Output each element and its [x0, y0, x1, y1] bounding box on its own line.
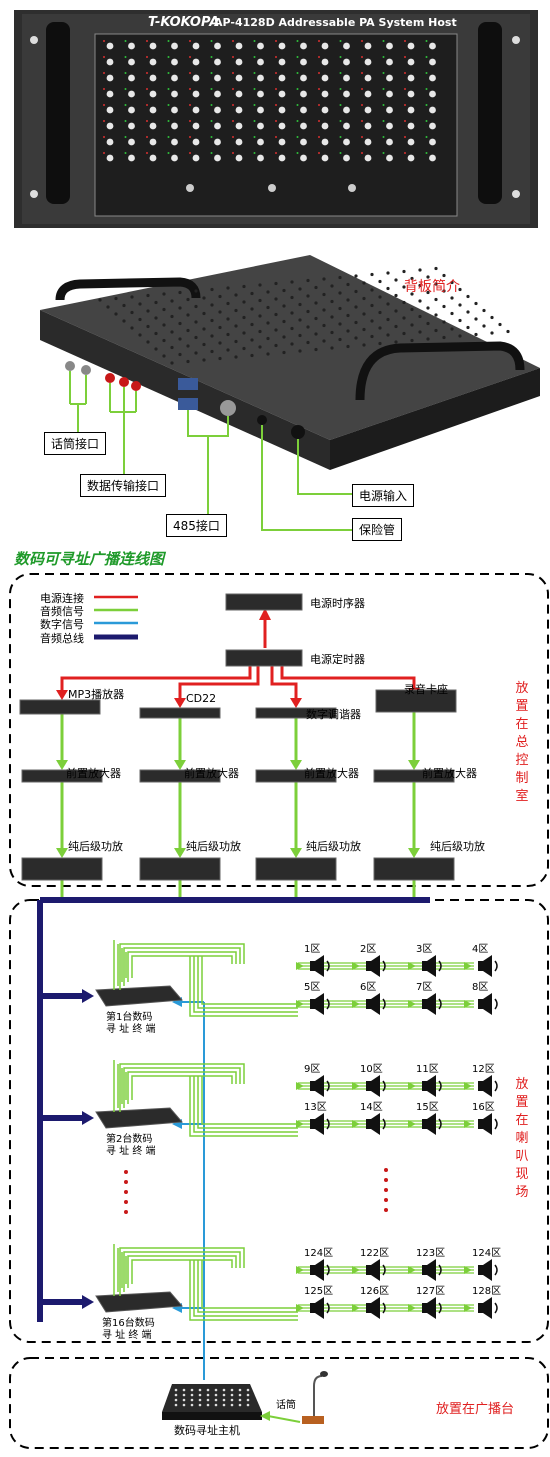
- zone-label: 3区: [416, 944, 433, 955]
- timer-label: 电源定时器: [310, 653, 365, 666]
- callout-data-interface: 数据传输接口: [80, 474, 167, 497]
- callout-mic-interface: 话筒接口: [44, 432, 107, 455]
- bus-arrows: [82, 989, 94, 1309]
- zone-label: 1区: [304, 944, 321, 955]
- rear-callout-lines: [69, 371, 352, 531]
- host-label: 数码寻址主机: [174, 1424, 240, 1437]
- diagram-title: 数码可寻址广播连线图: [14, 550, 165, 568]
- zone-label: 14区: [360, 1102, 383, 1113]
- amp-label-2: 纯后级功放: [186, 840, 241, 853]
- legend-swatches: [94, 595, 138, 640]
- terminal-1-label: 第1台数码寻 址 终 端: [106, 1012, 156, 1035]
- zone-label: 124区: [304, 1248, 334, 1259]
- amp-label-1: 纯后级功放: [68, 840, 123, 853]
- zone-label: 127区: [416, 1286, 446, 1297]
- cd-label: CD22: [186, 692, 217, 705]
- preamp-label-2: 前置放大器: [184, 767, 239, 780]
- zone-label: 7区: [416, 982, 433, 993]
- zone-label: 126区: [360, 1286, 390, 1297]
- broadcast-host-device: [162, 1384, 262, 1420]
- zone-label: 6区: [360, 982, 377, 993]
- audio-chain-lines: [60, 712, 416, 900]
- callout-power-input: 电源输入: [352, 484, 415, 507]
- zone-label: 13区: [304, 1102, 327, 1113]
- brand-logo: T-KOKOPA: [148, 15, 220, 30]
- zone-label: 123区: [416, 1248, 446, 1259]
- legend-audio: 音频信号: [40, 605, 84, 618]
- callout-485-interface: 485接口: [166, 514, 227, 537]
- tuner-label: 数字调谐器: [306, 708, 361, 721]
- digital-arrows: [172, 997, 182, 1313]
- audio-bus: [37, 897, 430, 1322]
- broadcast-zone: [9, 1357, 549, 1449]
- terminal-16-label: 第16台数码寻 址 终 端: [102, 1318, 155, 1341]
- terminal-devices: [95, 985, 184, 1313]
- amp-label-4: 纯后级功放: [430, 840, 485, 853]
- zone-label: 125区: [304, 1286, 334, 1297]
- audio-chain-arrows: [56, 760, 420, 858]
- zone-label: 124区: [472, 1248, 502, 1259]
- callout-fuse: 保险管: [352, 518, 403, 541]
- zone-label: 4区: [472, 944, 489, 955]
- zone-label: 128区: [472, 1286, 502, 1297]
- microphone-device: [260, 1371, 328, 1424]
- zone-label: 2区: [360, 944, 377, 955]
- legend-digital: 数字信号: [40, 618, 84, 631]
- mp3-label: MP3播放器: [68, 688, 125, 701]
- cassette-label: 录音卡座: [404, 683, 448, 696]
- preamp-label-3: 前置放大器: [304, 767, 359, 780]
- zone-label: 5区: [304, 982, 321, 993]
- rear-panel-title: 背板简介: [404, 279, 460, 295]
- terminal-2-label: 第2台数码寻 址 终 端: [106, 1134, 156, 1157]
- legend-power: 电源连接: [40, 592, 84, 605]
- zone-label: 15区: [416, 1102, 439, 1113]
- preamp-label-1: 前置放大器: [66, 767, 121, 780]
- amp-label-3: 纯后级功放: [306, 840, 361, 853]
- legend-bus: 音频总线: [40, 632, 84, 645]
- rear-panel-device: [40, 255, 540, 470]
- led-grid: [103, 40, 436, 162]
- zone-label: 10区: [360, 1064, 383, 1075]
- broadcast-side-label: 放置在广播台: [436, 1402, 515, 1417]
- right-handle: [478, 22, 502, 204]
- speaker-array: [310, 955, 498, 1319]
- sequencer-label: 电源时序器: [310, 597, 365, 610]
- zone-label: 16区: [472, 1102, 495, 1113]
- control-room-side-label: 放置在总控制室: [515, 681, 529, 804]
- vent-holes: [98, 266, 510, 365]
- preamp-label-4: 前置放大器: [422, 767, 477, 780]
- continuation-dots: [124, 1168, 388, 1214]
- front-panel-device: [14, 10, 538, 228]
- left-handle: [46, 22, 70, 204]
- control-room-zone: [9, 573, 549, 887]
- mic-label: 话筒: [276, 1400, 296, 1411]
- zone-label: 9区: [304, 1064, 321, 1075]
- control-room-devices: [19, 593, 457, 881]
- digital-signal-line: [180, 1001, 205, 1380]
- field-side-label: 放置在喇叭现场: [515, 1077, 529, 1200]
- zone-wiring: [113, 940, 474, 1321]
- zone-label: 11区: [416, 1064, 439, 1075]
- zone-label: 12区: [472, 1064, 495, 1075]
- model-title: AP-4128D Addressable PA System Host: [214, 16, 457, 29]
- zone-label: 122区: [360, 1248, 390, 1259]
- zone-label: 8区: [472, 982, 489, 993]
- power-lines: [60, 618, 416, 700]
